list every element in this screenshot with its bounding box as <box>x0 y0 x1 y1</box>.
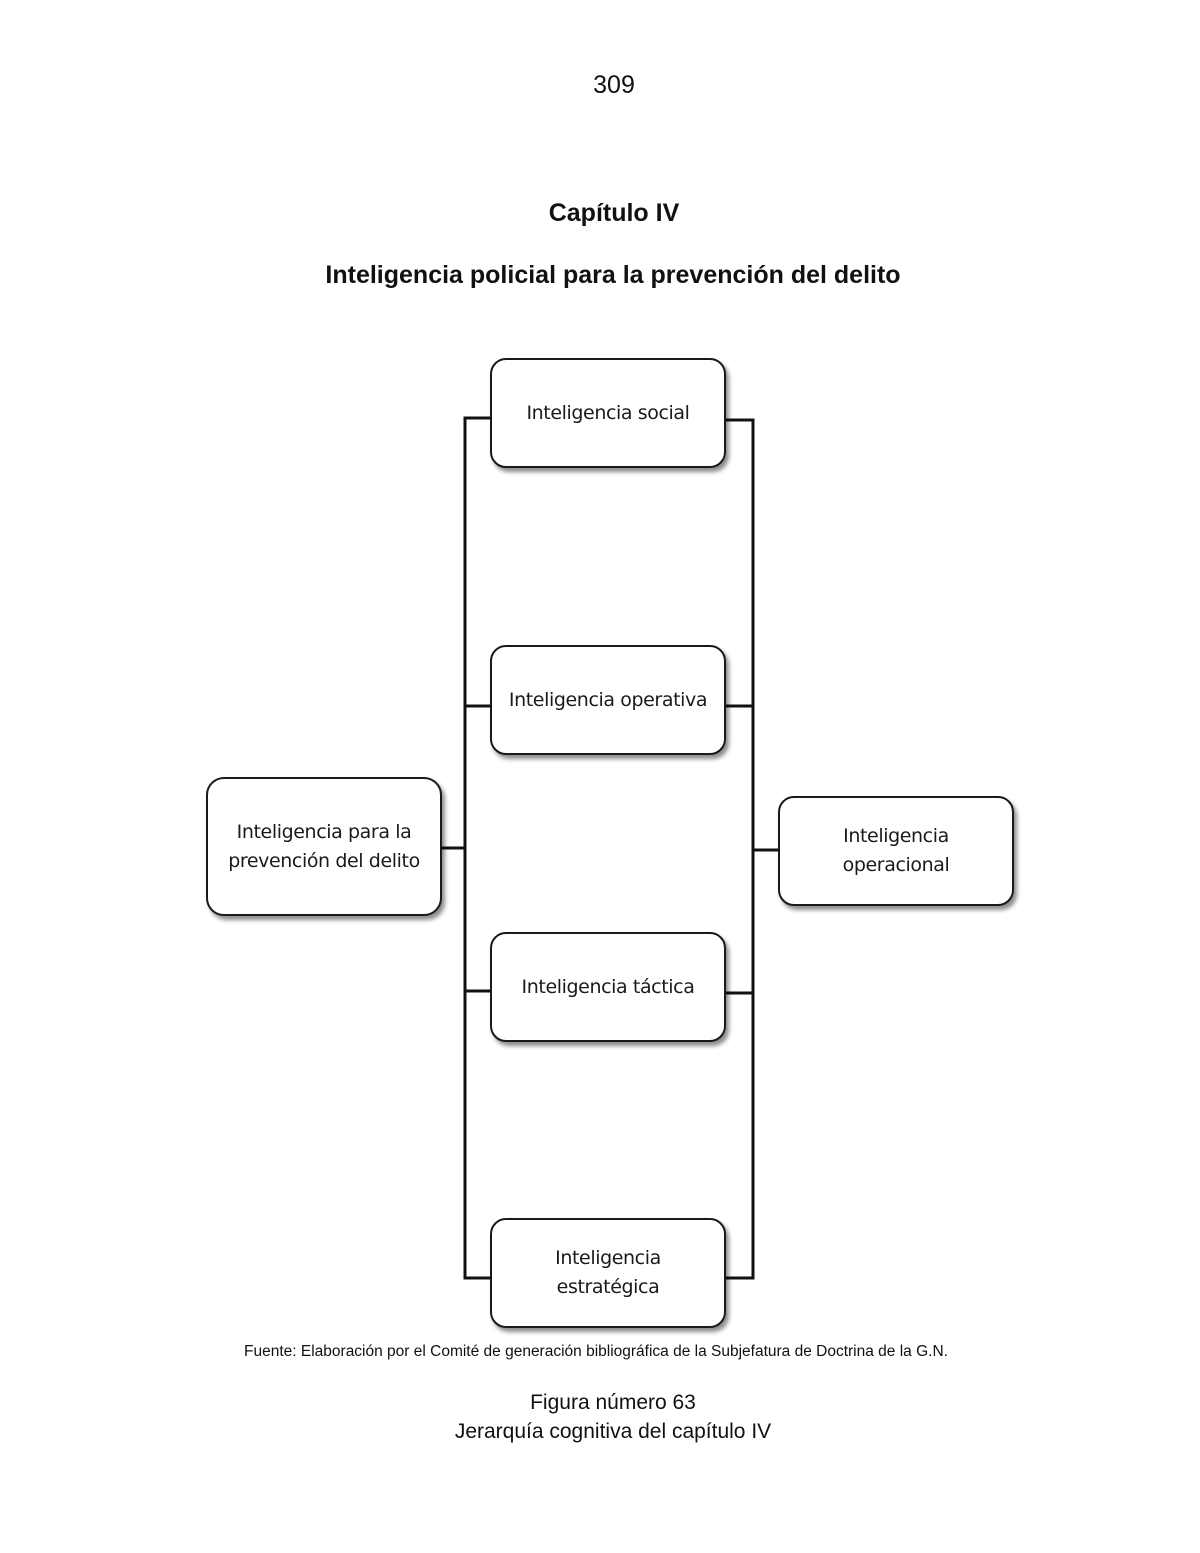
node-root: Inteligencia para la prevención del deli… <box>206 777 442 916</box>
node-inteligencia-tactica: Inteligencia táctica <box>490 932 726 1042</box>
figure-caption: Figura número 63 Jerarquía cognitiva del… <box>0 1388 1200 1446</box>
chapter-subtitle: Inteligencia policial para la prevención… <box>325 261 901 289</box>
hierarchy-diagram: Inteligencia social Inteligencia operati… <box>190 340 1040 1340</box>
figure-number: Figura número 63 <box>530 1391 696 1414</box>
node-inteligencia-estrategica: Inteligencia estratégica <box>490 1218 726 1328</box>
node-inteligencia-operacional: Inteligencia operacional <box>778 796 1014 906</box>
node-label: Inteligencia estratégica <box>555 1247 661 1298</box>
node-inteligencia-social: Inteligencia social <box>490 358 726 468</box>
node-label: Inteligencia operativa <box>508 688 708 711</box>
chapter-title: Capítulo IV <box>548 199 680 227</box>
page-number: 309 <box>593 71 635 99</box>
node-label: Inteligencia social <box>526 401 690 424</box>
node-inteligencia-operativa: Inteligencia operativa <box>490 645 726 755</box>
node-label: Inteligencia para la prevención del deli… <box>228 820 420 872</box>
figure-title: Jerarquía cognitiva del capítulo IV <box>454 1420 772 1443</box>
node-label: Inteligencia táctica <box>521 975 695 998</box>
node-label: Inteligencia operacional <box>842 825 950 876</box>
diagram-connectors <box>440 416 780 1280</box>
source-note: Fuente: Elaboración por el Comité de gen… <box>244 1343 948 1360</box>
